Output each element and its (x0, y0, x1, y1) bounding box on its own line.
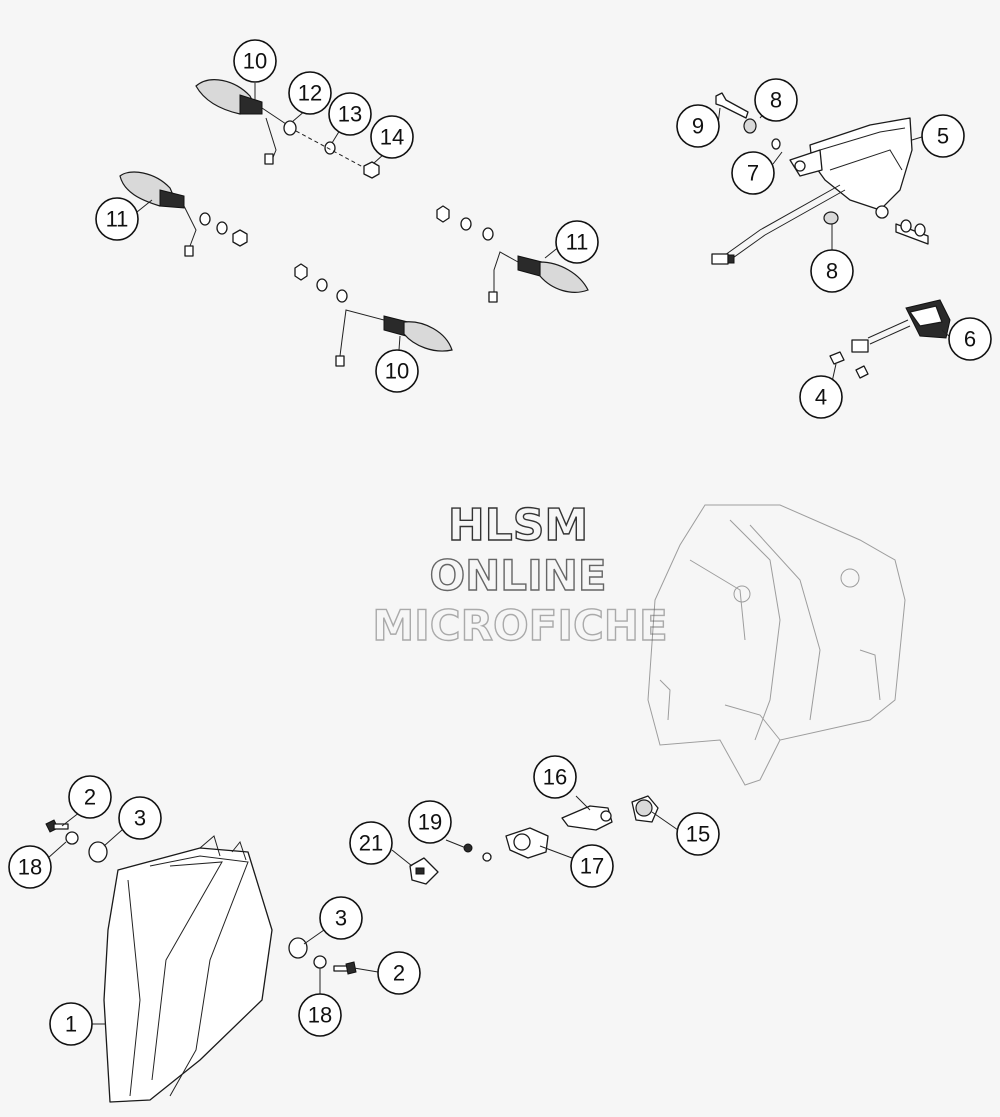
tail-light (711, 117, 929, 265)
license-plate-light (829, 299, 951, 379)
callout-11: 11 (555, 220, 599, 264)
headlight-housing (103, 835, 273, 1103)
callout-8: 8 (754, 78, 798, 122)
callout-14: 14 (370, 115, 414, 159)
callout-10: 10 (375, 349, 419, 393)
callout-8: 8 (810, 249, 854, 293)
callout-8-label: 8 (770, 88, 782, 113)
callout-18: 18 (8, 845, 52, 889)
callout-18-label: 18 (308, 1003, 332, 1028)
turn-signal-front-right (294, 263, 453, 367)
callout-5: 5 (921, 114, 965, 158)
turn-signal-rear-right (436, 205, 589, 303)
callout-2: 2 (377, 951, 421, 995)
callout-2: 2 (68, 775, 112, 819)
callout-7-label: 7 (747, 161, 759, 186)
nut-14 (363, 161, 380, 179)
callout-18-label: 18 (18, 855, 42, 880)
watermark-line-1: HLSM (448, 500, 588, 551)
callout-18: 18 (298, 993, 342, 1037)
callout-11: 11 (95, 197, 139, 241)
headlight-bulbs-and-sockets (409, 795, 659, 885)
turn-signal-rear-left (119, 171, 248, 257)
callout-16: 16 (533, 755, 577, 799)
callout-7: 7 (731, 151, 775, 195)
watermark-line-2: ONLINE (429, 551, 606, 600)
callout-13-label: 13 (338, 102, 362, 127)
washer-13 (324, 141, 336, 155)
callout-21: 21 (349, 821, 393, 865)
callout-3: 3 (319, 896, 363, 940)
callout-21-label: 21 (359, 831, 383, 856)
turn-signal-front-left (195, 79, 287, 165)
callout-17: 17 (570, 844, 614, 888)
mounting-hardware-12-14 (283, 120, 380, 179)
callout-5-label: 5 (937, 124, 949, 149)
callout-2-label: 2 (393, 961, 405, 986)
watermark: HLSM ONLINE MICROFICHE (372, 499, 669, 650)
callout-4: 4 (799, 375, 843, 419)
callout-17-label: 17 (580, 854, 604, 879)
callout-14-label: 14 (380, 125, 404, 150)
callout-4-label: 4 (815, 385, 827, 410)
tail-light-hardware (715, 92, 839, 225)
callout-11-label: 11 (106, 207, 129, 232)
callout-9-label: 9 (692, 114, 704, 139)
callout-8-label: 8 (826, 259, 838, 284)
callout-6-label: 6 (964, 327, 976, 352)
callout-12: 12 (288, 71, 332, 115)
callout-13: 13 (328, 92, 372, 136)
callout-3-label: 3 (335, 906, 347, 931)
headlight-mounting-hardware (45, 819, 357, 975)
callout-15: 15 (676, 812, 720, 856)
headlight-bracket (647, 504, 906, 786)
callout-3-label: 3 (134, 806, 146, 831)
callout-10-label: 10 (385, 359, 409, 384)
callout-1-label: 1 (65, 1012, 77, 1037)
callout-16-label: 16 (543, 765, 567, 790)
callout-1: 1 (49, 1002, 93, 1046)
callout-3: 3 (118, 796, 162, 840)
callout-10-label: 10 (243, 49, 267, 74)
callout-15-label: 15 (686, 822, 710, 847)
watermark-line-3: MICROFICHE (372, 601, 667, 650)
callout-6: 6 (948, 317, 992, 361)
callout-9: 9 (676, 104, 720, 148)
callout-12-label: 12 (298, 81, 322, 106)
washer-12 (283, 120, 297, 136)
callout-2-label: 2 (84, 785, 96, 810)
callout-10: 10 (233, 39, 277, 83)
callout-19: 19 (408, 800, 452, 844)
callout-11-label: 11 (566, 230, 589, 255)
callout-19-label: 19 (418, 810, 442, 835)
